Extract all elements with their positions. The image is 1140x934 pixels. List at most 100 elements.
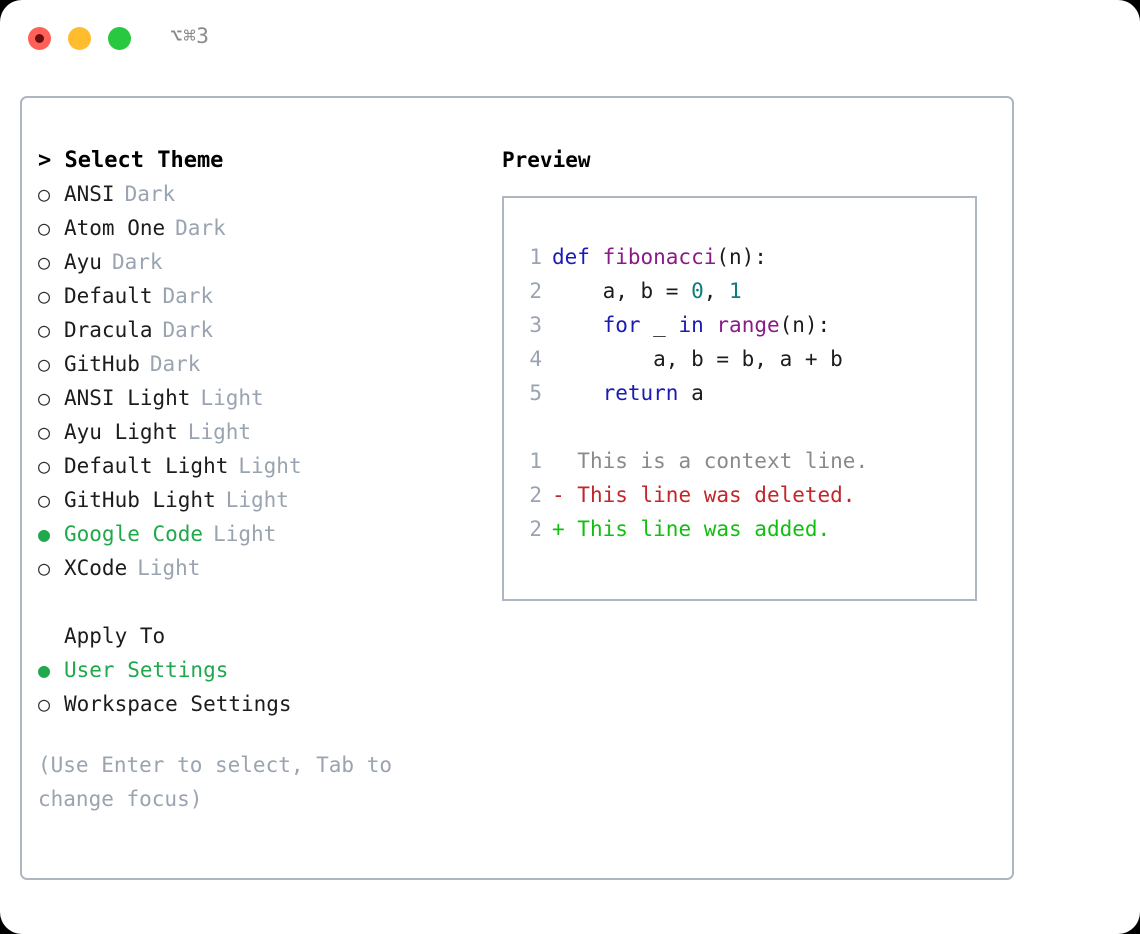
radio-unselected-icon[interactable]: ○: [38, 284, 51, 308]
diff-text: This is a context line.: [564, 449, 869, 473]
theme-name-label: Atom One: [64, 216, 166, 240]
diff-sample: 1 This is a context line.2- This line wa…: [514, 444, 969, 546]
theme-name-label: Ayu: [64, 250, 102, 274]
line-number: 2: [529, 279, 542, 303]
code-token: a: [678, 381, 704, 405]
theme-name-label: Google Code: [64, 522, 204, 546]
theme-variant-tag: Dark: [111, 250, 163, 274]
diff-line: 1 This is a context line.: [514, 444, 969, 478]
keyboard-shortcut-label: ⌥⌘3: [170, 24, 210, 48]
theme-list-item[interactable]: ○ GitHub Dark: [38, 352, 488, 386]
code-token: a, b = b, a + b: [552, 347, 843, 371]
code-token: def: [552, 245, 603, 269]
apply-to-heading-marker-spacer: ○: [38, 626, 64, 646]
apply-to-list-item[interactable]: ● User Settings: [38, 658, 488, 692]
apply-to-label: User Settings: [64, 658, 229, 682]
code-token: (n):: [779, 313, 831, 337]
diff-line: 2- This line was deleted.: [514, 478, 969, 512]
theme-name-label: XCode: [64, 556, 128, 580]
maximize-button[interactable]: [108, 27, 131, 50]
radio-selected-icon[interactable]: ●: [38, 658, 51, 682]
apply-to-list[interactable]: ● User Settings ○Workspace Settings: [38, 658, 488, 726]
code-token: fibonacci: [602, 245, 717, 269]
code-token: range: [716, 313, 780, 337]
code-token: in: [678, 313, 704, 337]
preview-title: Preview: [502, 148, 591, 172]
theme-variant-tag: Dark: [149, 352, 201, 376]
theme-name-label: Default: [64, 284, 153, 308]
radio-unselected-icon[interactable]: ○: [38, 454, 51, 478]
code-token: [704, 313, 717, 337]
code-token: a, b =: [552, 279, 692, 303]
diff-marker: [552, 449, 565, 473]
theme-list-item[interactable]: ○ Dracula Dark: [38, 318, 488, 352]
theme-variant-tag: Light: [238, 454, 302, 478]
diff-marker: +: [552, 517, 565, 541]
radio-unselected-icon[interactable]: ○: [38, 216, 51, 240]
code-token: [552, 313, 603, 337]
radio-unselected-icon[interactable]: ○: [38, 182, 51, 206]
radio-unselected-icon[interactable]: ○: [38, 556, 51, 580]
diff-text: This line was added.: [564, 517, 831, 541]
code-token: return: [602, 381, 679, 405]
recording-indicator-icon: [35, 34, 44, 43]
theme-name-label: GitHub: [64, 352, 140, 376]
apply-to-heading-label: Apply To: [64, 624, 166, 648]
theme-name-label: GitHub Light: [64, 488, 216, 512]
line-number: 1: [529, 245, 542, 269]
radio-unselected-icon[interactable]: ○: [38, 488, 51, 512]
radio-unselected-icon[interactable]: ○: [38, 318, 51, 342]
code-token: 1: [729, 279, 742, 303]
theme-variant-tag: Light: [200, 386, 264, 410]
code-token: ,: [703, 279, 730, 303]
theme-variant-tag: Light: [137, 556, 201, 580]
theme-list-item[interactable]: ○ Default Light Light: [38, 454, 488, 488]
theme-list-item[interactable]: ○ XCode Light: [38, 556, 488, 590]
theme-name-label: Ayu Light: [64, 420, 178, 444]
theme-name-label: ANSI: [64, 182, 115, 206]
apply-to-list-item[interactable]: ○Workspace Settings: [38, 692, 488, 726]
code-token: (n):: [716, 245, 767, 269]
radio-selected-icon[interactable]: ●: [38, 522, 51, 546]
code-line: 4 a, b = b, a + b: [514, 342, 969, 376]
select-theme-heading-label: > Select Theme: [38, 148, 224, 173]
radio-unselected-icon[interactable]: ○: [38, 250, 51, 274]
keyboard-hint-text: (Use Enter to select, Tab to change focu…: [38, 753, 393, 811]
diff-line: 2 + This line was added.: [514, 512, 969, 546]
line-number: 4: [529, 347, 542, 371]
code-token: 0: [691, 279, 704, 303]
theme-name-label: Dracula: [64, 318, 153, 342]
minimize-button[interactable]: [68, 27, 91, 50]
radio-unselected-icon[interactable]: ○: [38, 386, 51, 410]
code-token: [552, 381, 603, 405]
theme-list-item[interactable]: ○ Atom One Dark: [38, 216, 488, 250]
theme-list-item[interactable]: ○ Ayu Dark: [38, 250, 488, 284]
theme-name-label: Default Light: [64, 454, 229, 478]
radio-unselected-icon[interactable]: ○: [38, 352, 51, 376]
theme-variant-tag: Dark: [124, 182, 176, 206]
code-token: for: [602, 313, 641, 337]
theme-list-item[interactable]: ○ ANSI Light Light: [38, 386, 488, 420]
code-line: 3 for _ in range(n):: [514, 308, 969, 342]
code-line: 1 def fibonacci(n):: [514, 240, 969, 274]
line-number: 5: [529, 381, 542, 405]
code-line: 5 return a: [514, 376, 969, 410]
diff-marker: -: [552, 483, 565, 507]
line-number: 2: [529, 517, 542, 541]
radio-unselected-icon[interactable]: ○: [38, 420, 51, 444]
apply-to-heading: ○ Apply To: [38, 624, 488, 658]
theme-variant-tag: Dark: [162, 318, 214, 342]
theme-name-label: ANSI Light: [64, 386, 191, 410]
theme-list-item[interactable]: ○ ANSI Dark: [38, 182, 488, 216]
radio-unselected-icon[interactable]: ○: [38, 692, 51, 716]
line-number: 1: [529, 449, 542, 473]
theme-variant-tag: Dark: [175, 216, 226, 240]
title-bar: ⌥⌘3: [0, 0, 1140, 78]
